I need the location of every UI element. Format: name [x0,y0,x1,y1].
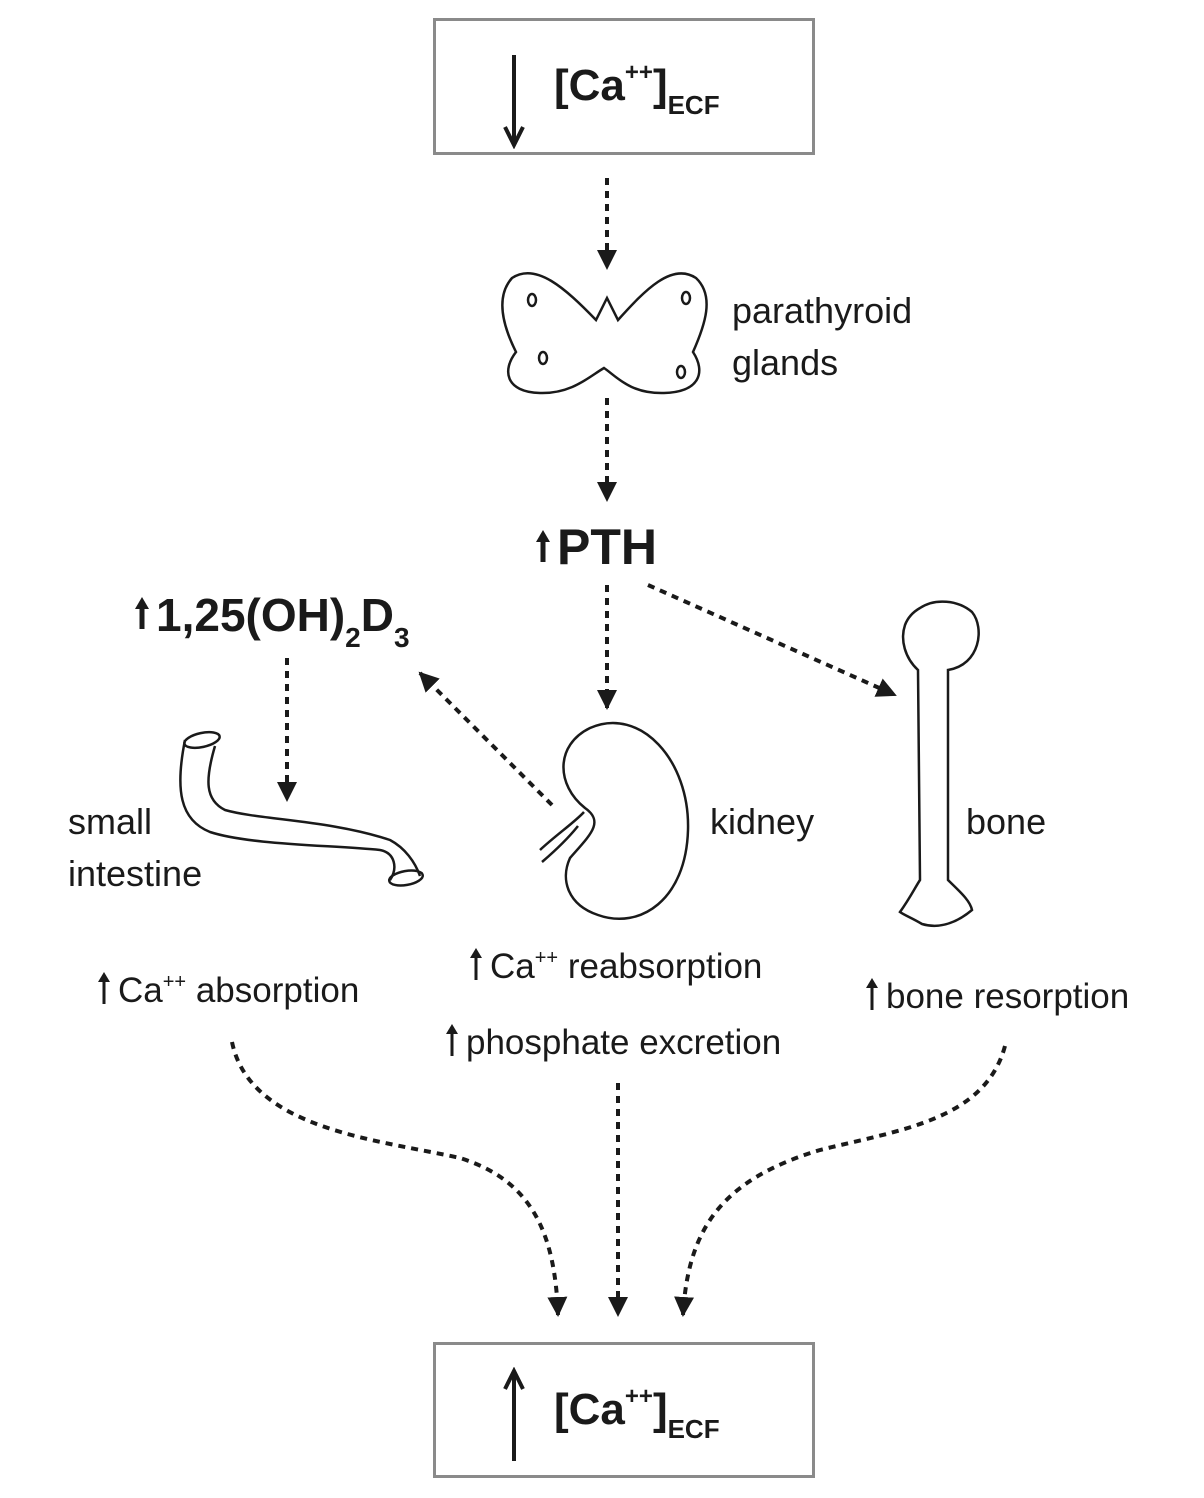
calcium-ecf-label: [Ca++]ECF [554,1383,720,1444]
up-arrow-icon [470,948,482,980]
up-arrow-icon [536,530,550,562]
up-arrow-icon [866,978,878,1010]
calcium-ecf-label: [Ca++]ECF [554,59,720,120]
increased-calcium-box: [Ca++]ECF [433,1342,815,1478]
ca-absorption-label: Ca++ absorption [94,970,359,1011]
kidney-icon [539,721,690,920]
bone-icon [898,600,980,927]
phosphate-excretion-label: phosphate excretion [442,1022,781,1063]
arrow-bone-to-calcium [674,1045,1007,1317]
arrow-pth-to-bone [647,583,897,697]
down-arrow-icon [503,55,525,149]
bone-resorption-label: bone resorption [862,976,1129,1017]
arrow-kidney-to-vitamin-d [418,671,554,807]
up-arrow-icon [135,597,149,629]
up-arrow-icon [503,1367,525,1461]
up-arrow-icon [446,1024,458,1056]
decreased-calcium-box: [Ca++]ECF [433,18,815,155]
vitamin-d-label: 1,25(OH)2D3 [132,588,410,654]
arrow-intestine-to-calcium [230,1041,568,1317]
small-intestine-label: small intestine [68,801,203,895]
small-intestine-icon [179,730,425,887]
kidney-label: kidney [710,801,815,842]
ca-reabsorption-label: Ca++ reabsorption [466,946,762,987]
bone-label: bone [966,801,1047,842]
up-arrow-icon [98,972,110,1004]
parathyroid-glands-icon [501,271,708,395]
parathyroid-label: parathyroid glands [732,290,913,384]
pth-label: PTH [533,518,657,576]
